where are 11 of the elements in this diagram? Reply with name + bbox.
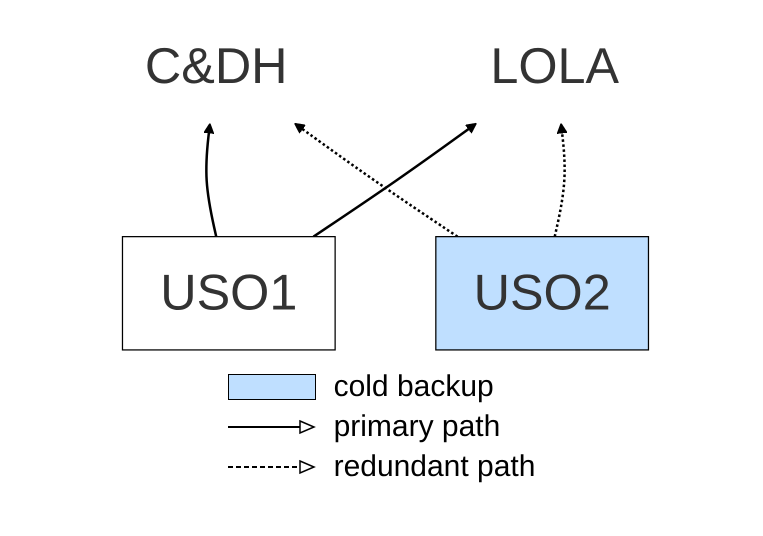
legend-label: redundant path	[334, 450, 536, 484]
legend-label: primary path	[334, 410, 500, 444]
node-text: LOLA	[490, 39, 619, 94]
node-box: USO2	[434, 236, 649, 351]
node-box: USO1	[121, 236, 336, 351]
arrow	[202, 122, 217, 237]
node-text: C&DH	[144, 39, 288, 94]
legend-label: cold backup	[334, 370, 494, 404]
arrow	[294, 122, 458, 238]
arrow	[553, 122, 568, 237]
arrow	[312, 122, 476, 238]
